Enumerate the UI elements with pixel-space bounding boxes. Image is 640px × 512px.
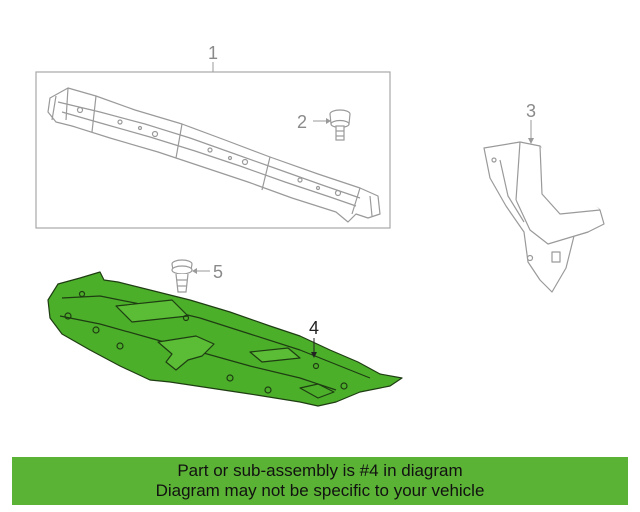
callout-5: 5 (213, 262, 224, 282)
bolt-part (329, 109, 351, 141)
info-banner: Part or sub-assembly is #4 in diagram Di… (12, 457, 628, 505)
callout-1: 1 (208, 43, 219, 63)
callout-3: 3 (526, 101, 537, 121)
callout-4: 4 (309, 318, 320, 338)
parts-diagram (35, 62, 605, 407)
radiator-support-beam (47, 87, 381, 223)
clip-part (171, 259, 193, 293)
callout-2: 2 (297, 112, 308, 132)
banner-line-2: Diagram may not be specific to your vehi… (155, 481, 485, 500)
side-bracket (483, 141, 605, 293)
banner-line-1: Part or sub-assembly is #4 in diagram (177, 461, 463, 480)
upper-cover-part-4 (47, 271, 403, 407)
